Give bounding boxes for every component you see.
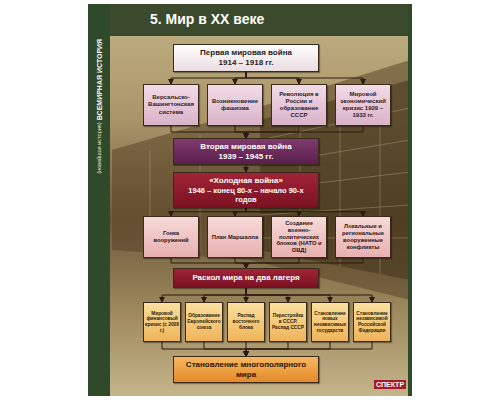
box-text: Создание военно-политических блоков (НАТ… [274,220,324,255]
side-strip [88,4,110,396]
connector [235,126,246,138]
connector [246,72,363,84]
connector [246,258,363,268]
event-box: Мировой экономический кризис 1929 – 1933… [335,84,391,126]
event-box: Становление многополярного мира [173,356,319,383]
box-text: Распад восточного блока [229,313,263,330]
building-photo [112,60,410,300]
box-text: 1914 – 1918 гг. [178,58,314,68]
series-name: (новейшая история) [96,78,102,218]
event-box: План Маршалла [207,216,263,258]
event-box: Становление новых независимых государств [311,302,349,342]
box-text: Мировой экономический кризис 1929 – 1933… [338,91,388,120]
publisher-logo: СПЕКТР [374,380,406,389]
connector [162,288,246,302]
connector [235,208,246,216]
box-text: «Холодная война» [178,176,314,186]
event-box: Распад восточного блока [227,302,265,342]
box-text: Становление многополярного мира [178,360,314,379]
connector [246,342,372,356]
event-box: Гонка вооружений [143,216,199,258]
box-text: 1939 – 1945 гг. [178,152,314,162]
event-box: Раскол мира на два лагеря [173,268,319,288]
event-box: Революция в России и образование СССР [271,84,327,126]
connector [171,72,246,84]
box-text: Возникновение фашизма [210,98,260,112]
connector [246,165,247,172]
connector [162,342,246,356]
box-text: Раскол мира на два лагеря [178,273,314,283]
box-text: Локальные и региональные вооруженные кон… [338,223,388,251]
connector [204,288,246,302]
box-text: План Маршалла [210,234,260,241]
box-text: Образование Европейского союза [187,313,221,330]
connector [235,258,246,268]
box-text: Вторая мировая война [178,142,314,152]
event-box: Создание военно-политических блоков (НАТ… [271,216,327,258]
connector [246,208,363,216]
event-box: Локальные и региональные вооруженные кон… [335,216,391,258]
event-box: Версальско-Вашингтонская система [143,84,199,126]
event-box: Становление независимой Российской Федер… [353,302,391,342]
box-text: Мировой финансовый кризис (с 2008 г.) [145,311,179,334]
box-text: Гонка вооружений [146,230,196,244]
event-box: Вторая мировая война1939 – 1945 гг. [173,138,319,165]
box-text: Версальско-Вашингтонская система [146,94,196,116]
connector [246,288,372,302]
connector [171,208,246,216]
box-text: 1946 – конец 80-х – начало 90-х годов [178,186,314,204]
connector [171,258,246,268]
event-box: Мировой финансовый кризис (с 2008 г.) [143,302,181,342]
event-box: Перестройка в СССР. Распад СССР [269,302,307,342]
connector [171,126,246,138]
connector [204,342,246,356]
side-strip [408,4,412,396]
connector [246,126,363,138]
box-text: Перестройка в СССР. Распад СССР [271,313,305,330]
box-text: Революция в России и образование СССР [274,91,324,120]
box-text: Становление новых независимых государств [313,311,347,334]
event-box: Образование Европейского союза [185,302,223,342]
box-text: Становление независимой Российской Федер… [355,311,389,334]
box-text: Первая мировая война [178,48,314,58]
poster-ground [88,4,412,396]
title-band [88,4,412,36]
event-box: Возникновение фашизма [207,84,263,126]
event-box: «Холодная война»1946 – конец 80-х – нача… [173,172,319,208]
connector [235,72,246,84]
event-box: Первая мировая война1914 – 1918 гг. [173,44,319,72]
poster-title: 5. Мир в XX веке [150,11,264,27]
